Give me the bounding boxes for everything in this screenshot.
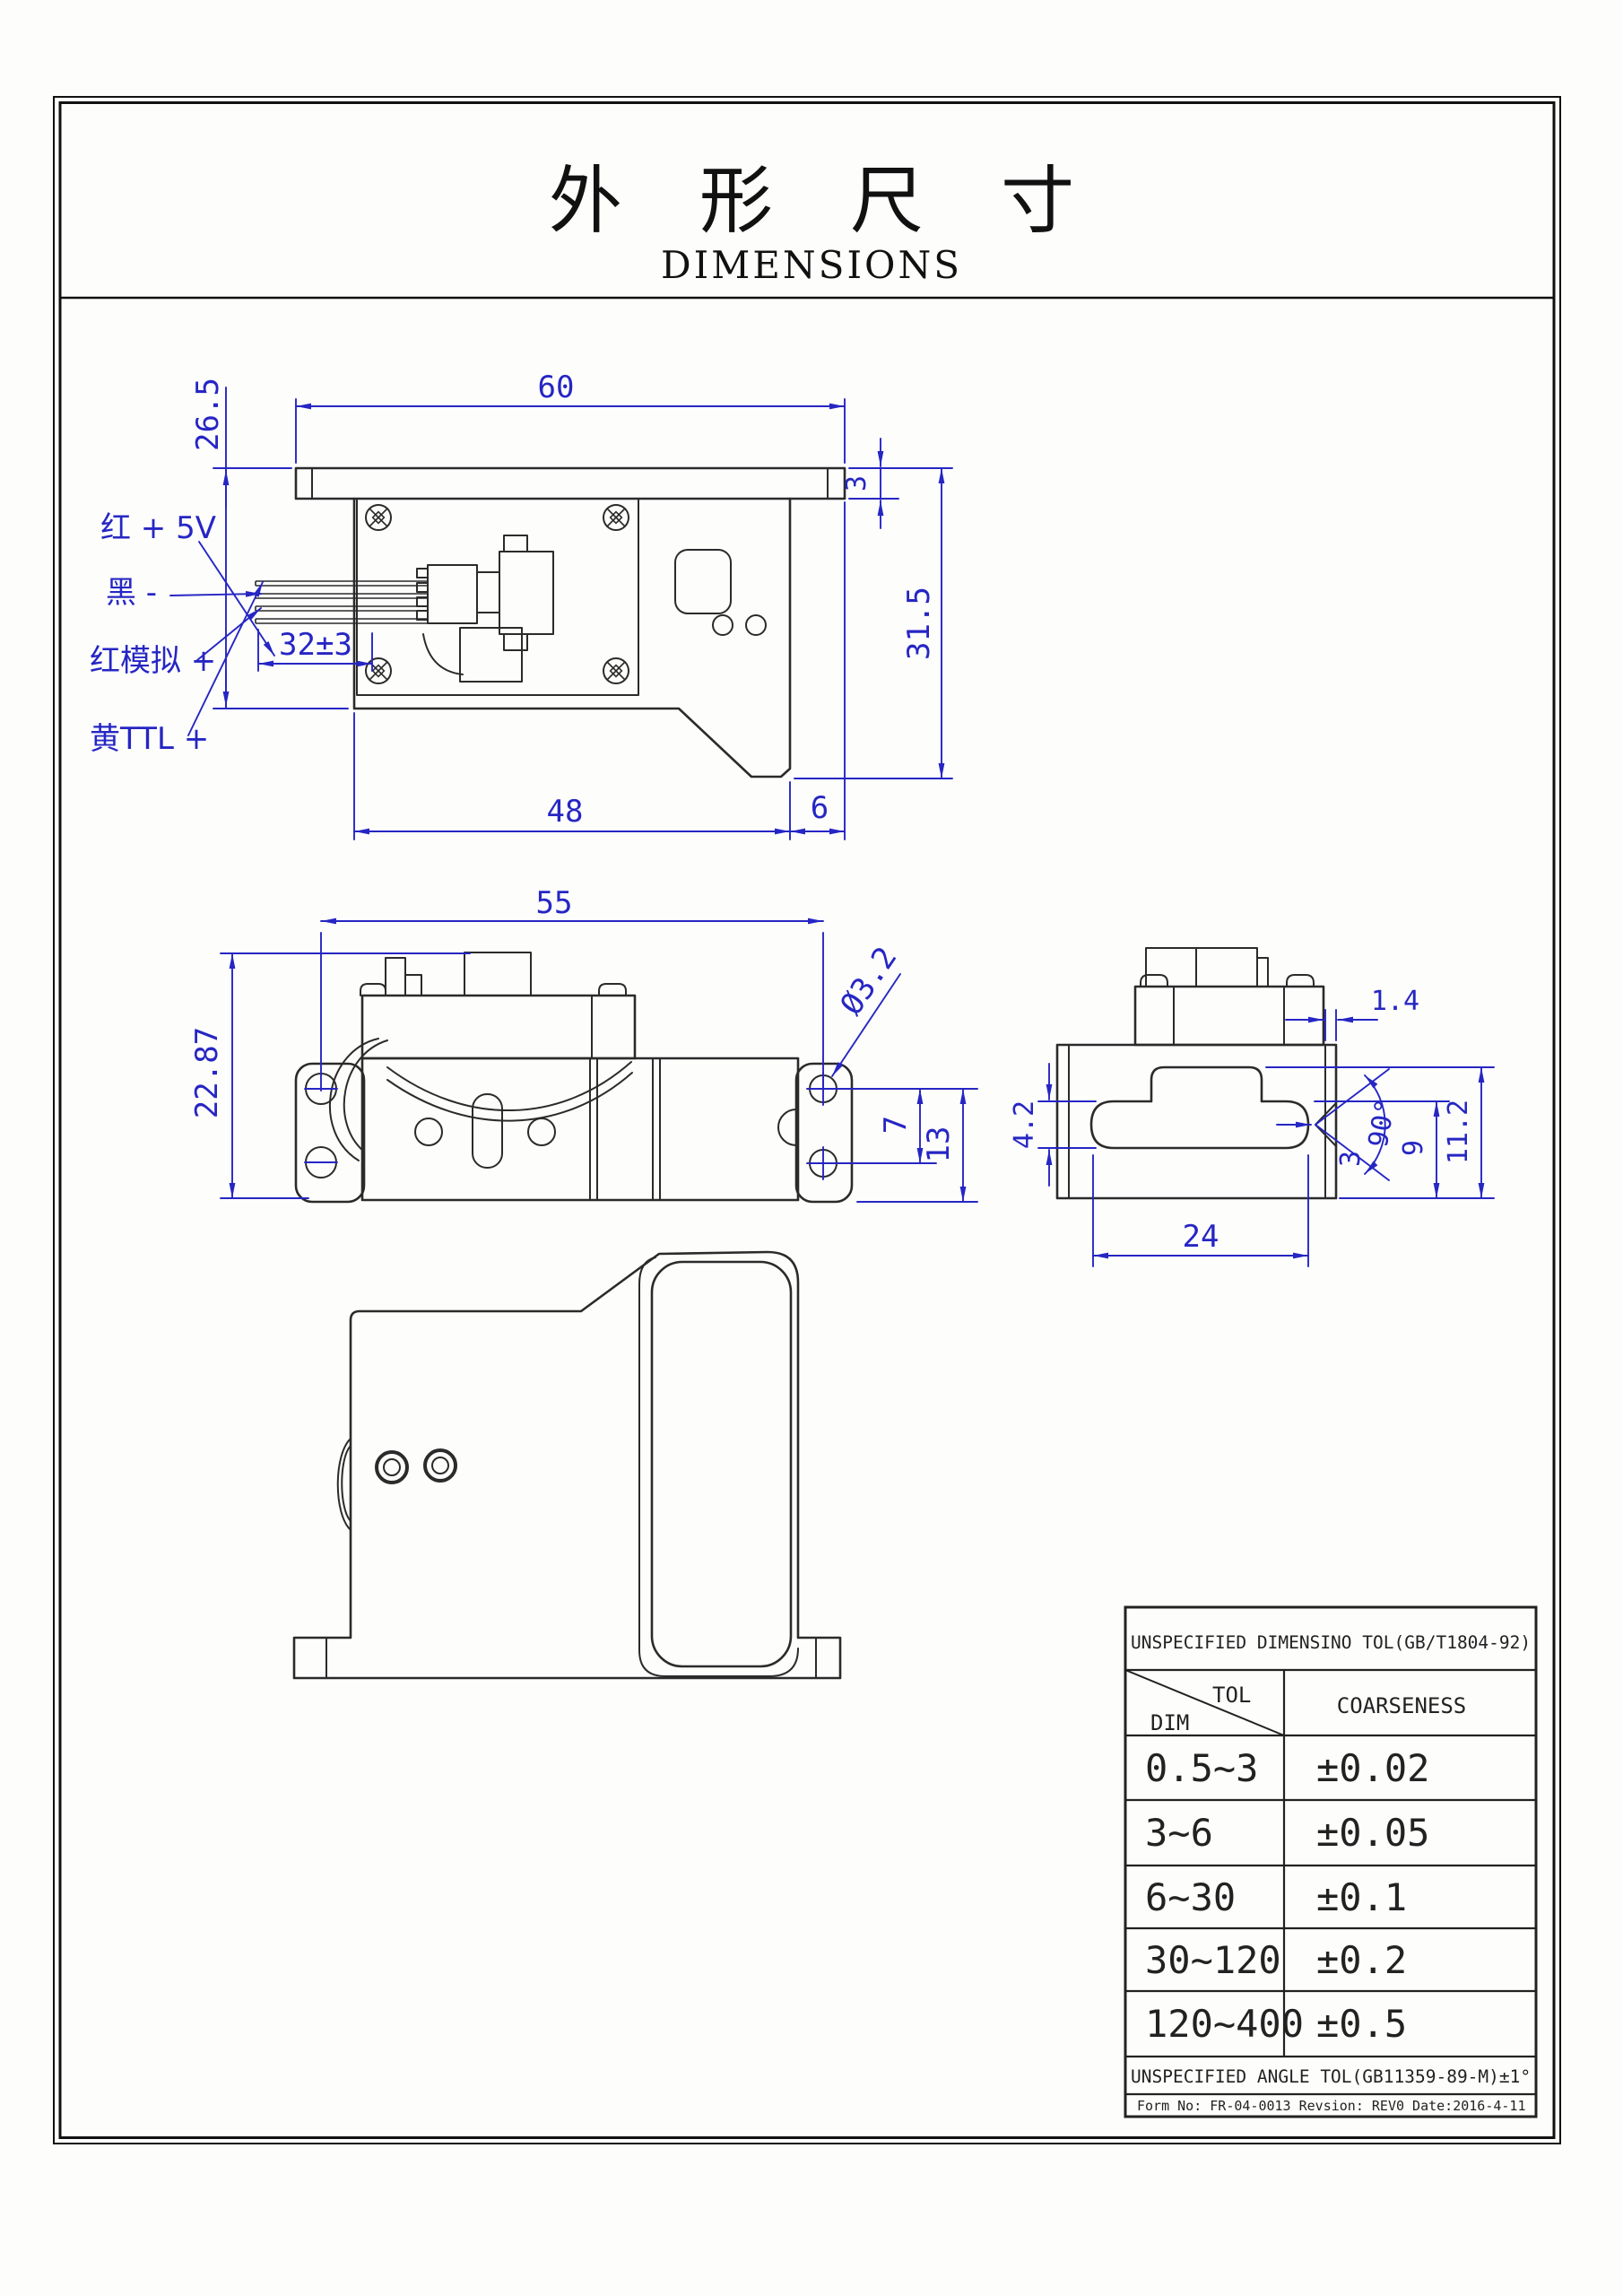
cable-loop (329, 1038, 379, 1161)
connector (416, 535, 554, 675)
cap-plate (360, 994, 637, 1060)
table-row: 30~120 ±0.2 (1145, 1938, 1407, 1982)
dim-9: 9 (1398, 1140, 1429, 1156)
dim-31-5: 31.5 (901, 587, 937, 660)
cable-loop (343, 1039, 388, 1152)
row-tol: ±0.1 (1316, 1875, 1407, 1919)
cap-block (385, 957, 406, 996)
profile-view (292, 1250, 842, 1680)
left-mount-tab (294, 1062, 366, 1204)
row-dim: 3~6 (1145, 1811, 1213, 1855)
dome-bump (598, 983, 627, 996)
dim-13: 13 (921, 1126, 957, 1163)
dim-24: 24 (1183, 1219, 1219, 1255)
screw-icon (365, 657, 392, 684)
end-cap-plate (1133, 985, 1325, 1047)
pcb-outline (356, 498, 639, 696)
row-dim: 0.5~3 (1145, 1746, 1258, 1790)
dim-90deg: 90° (1363, 1097, 1402, 1150)
grommets (375, 1448, 457, 1484)
table-row: 3~6 ±0.05 (1145, 1811, 1429, 1855)
corner-dim: DIM (1150, 1710, 1189, 1735)
table-row: 120~400 ±0.5 (1145, 2002, 1407, 2046)
row-dim: 6~30 (1145, 1875, 1236, 1919)
table-row: 0.5~3 ±0.02 (1145, 1746, 1429, 1790)
table-row: 6~30 ±0.1 (1145, 1875, 1407, 1919)
top-view-body (352, 497, 792, 778)
end-cap-block (1145, 947, 1258, 987)
row-dim: 120~400 (1145, 2002, 1304, 2046)
sheet-frame (53, 96, 1561, 2144)
dim-7: 7 (878, 1116, 914, 1134)
lens-face (650, 1260, 793, 1668)
screw-icon (365, 504, 392, 531)
dim-55: 55 (536, 885, 573, 921)
hole (712, 614, 733, 636)
page-title: 外 形 尺 寸 (549, 159, 1101, 244)
profile-outline (292, 1250, 842, 1680)
dim-60: 60 (538, 370, 575, 405)
screw-icon (603, 504, 629, 531)
cap-block (464, 952, 532, 996)
belt-arc (386, 1061, 632, 1111)
dim-48: 48 (547, 794, 584, 830)
dim-3-bar: 3 (841, 475, 872, 491)
corner-tol: TOL (1212, 1683, 1251, 1708)
boss (777, 1109, 797, 1146)
col-coarseness: COARSENESS (1337, 1693, 1467, 1718)
hole (414, 1118, 443, 1146)
end-cap-step (1256, 957, 1269, 987)
row-tol: ±0.05 (1316, 1811, 1429, 1855)
title-block: 外 形 尺 寸 DIMENSIONS (549, 159, 1101, 287)
row-tol: ±0.2 (1316, 1938, 1407, 1982)
dim-26-5: 26.5 (190, 378, 226, 451)
dome-bump (1140, 974, 1168, 987)
screw-icon (603, 657, 629, 684)
head-contour (638, 1257, 799, 1677)
wires (255, 580, 428, 624)
dim-6: 6 (811, 790, 829, 826)
dim-3-notch: 3 (1335, 1151, 1367, 1167)
cable-bump (336, 1438, 352, 1531)
side-body (360, 1057, 800, 1202)
row-tol: ±0.02 (1316, 1746, 1429, 1790)
hole (745, 614, 767, 636)
dim-11-2: 11.2 (1443, 1100, 1474, 1164)
form-line: Form No: FR-04-0013 Revsion: REV0 Date:2… (1137, 2098, 1525, 2114)
dim-1-4: 1.4 (1371, 986, 1419, 1017)
top-view-bar (294, 466, 846, 500)
cable-bump (341, 1445, 352, 1522)
dim-32-3: 32±3 (279, 627, 352, 663)
pcb-pad (459, 627, 523, 683)
slot (472, 1093, 503, 1169)
wire-label-red-analog: 红模拟 + (90, 643, 216, 679)
tolerance-table: UNSPECIFIED DIMENSINO TOL(GB/T1804-92) T… (1124, 1605, 1538, 2118)
dim-22-87: 22.87 (189, 1027, 225, 1118)
table-title: UNSPECIFIED DIMENSINO TOL(GB/T1804-92) (1131, 1632, 1531, 1653)
angle-note: UNSPECIFIED ANGLE TOL(GB11359-89-M)±1° (1131, 2066, 1531, 2087)
dim-dia-3-2: Ø3.2 (833, 941, 904, 1022)
dome-bump (1286, 974, 1315, 987)
corner-diagonal (1124, 1669, 1285, 1736)
wire-label-red-5v: 红 + 5V (100, 510, 216, 546)
end-view: 90° 3 1.4 4.2 9 11.2 (1009, 947, 1495, 1267)
row-tol: ±0.5 (1316, 2002, 1407, 2046)
side-view: 55 22.87 Ø3.2 7 13 (189, 885, 978, 1204)
hole (527, 1118, 556, 1146)
right-mount-tab (794, 1062, 854, 1204)
dim-4-2: 4.2 (1009, 1100, 1040, 1149)
lens-window (1089, 1065, 1310, 1150)
top-view: 红 + 5V 黑 - 红模拟 + 黄TTL + 60 26.5 (90, 370, 953, 840)
row-dim: 30~120 (1145, 1938, 1281, 1982)
cap-step (404, 974, 422, 996)
wire-label-black: 黑 - (106, 575, 157, 611)
wire-label-yellow-ttl: 黄TTL + (90, 721, 209, 757)
end-view-dimensions: 90° 3 1.4 4.2 9 11.2 (1009, 986, 1495, 1267)
top-view-dimensions: 60 26.5 3 31.5 48 6 (190, 370, 953, 840)
sensor-window (674, 549, 732, 614)
page-subtitle: DIMENSIONS (661, 243, 962, 287)
dome-bump (360, 983, 386, 996)
belt-arc (386, 1072, 633, 1122)
